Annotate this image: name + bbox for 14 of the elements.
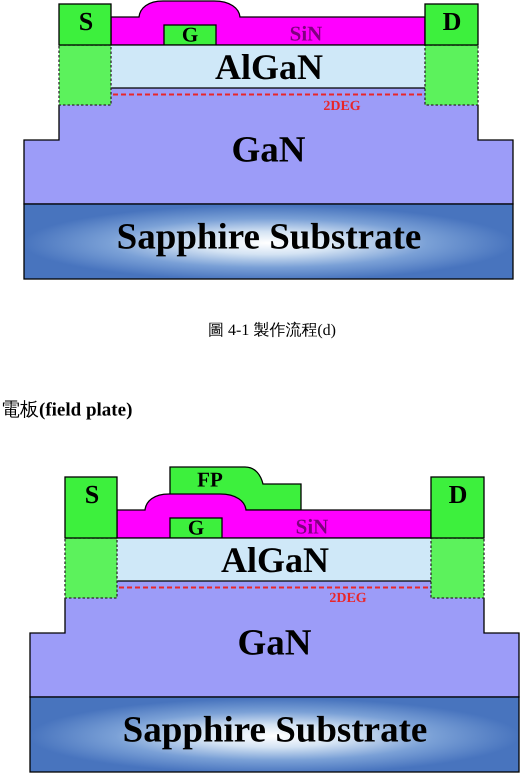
layer-label: SiN [290, 23, 322, 44]
channel-label: 2DEG [323, 100, 361, 114]
gate-electrode: G [164, 25, 216, 45]
algan-layer: AlGaN [111, 45, 425, 88]
substrate-layer: Sapphire Substrate [24, 204, 513, 279]
figure-caption: 圖 4-1 製作流程(d) [208, 323, 336, 339]
section-heading: 電板(field plate) [1, 400, 132, 420]
sin-layer [111, 1, 425, 45]
algan-layer: AlGaN [117, 538, 431, 581]
gate-electrode: G [170, 518, 222, 538]
layer-label: SiN [296, 516, 328, 537]
channel-label: 2DEG [329, 592, 367, 606]
substrate-layer: Sapphire Substrate [30, 697, 519, 772]
sin-layer [117, 494, 431, 538]
